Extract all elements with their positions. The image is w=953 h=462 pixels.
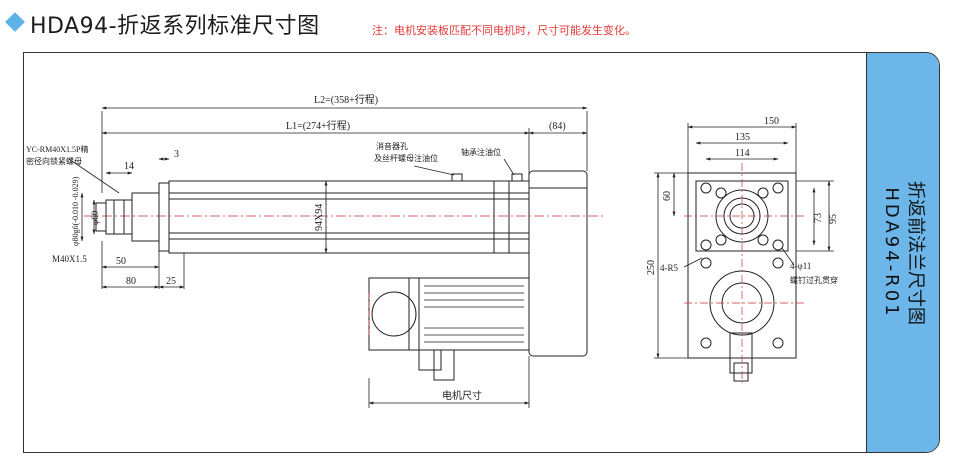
- dim-phi80: φ80g6(-0.010 -0.029): [71, 176, 80, 246]
- actuator-tube: [168, 180, 530, 254]
- dim-motor: 电机尺寸: [442, 389, 482, 402]
- callout-nut-2: 密径向锁紧螺母: [26, 156, 82, 166]
- callout-port-1: 消音器孔: [376, 141, 408, 151]
- dim-250: 250: [646, 260, 657, 275]
- dim-r5: 4-R5: [660, 263, 679, 273]
- side-panel: 折返前法兰尺寸图 HDA94-R01: [866, 53, 939, 452]
- dim-3: 3: [174, 149, 179, 160]
- mount-hole: [700, 182, 712, 194]
- dim-hole-note: 螺钉过孔贯穿: [790, 275, 838, 285]
- dimension-lines: [68, 106, 588, 408]
- dim-L1: L1=(274+行程): [286, 119, 350, 132]
- front-flange: [131, 192, 160, 242]
- dim-150: 150: [764, 116, 779, 127]
- dim-135: 135: [735, 132, 750, 143]
- dim-phi60: φ60: [90, 210, 100, 225]
- lock-nut: [105, 199, 133, 235]
- oil-port-1: [451, 173, 463, 182]
- dim-25: 25: [166, 276, 176, 287]
- dim-73: 73: [813, 213, 824, 223]
- oil-port-2: [511, 173, 523, 182]
- callout-port-2: 及丝杆螺母注油位: [374, 153, 438, 163]
- front-view: [684, 163, 804, 383]
- side-view: [84, 170, 604, 381]
- gear-housing: [528, 170, 588, 357]
- dim-95: 95: [828, 214, 839, 224]
- dim-50: 50: [116, 256, 126, 267]
- warning-note: 注：电机安装板匹配不同电机时，尺寸可能发生变化。: [372, 24, 636, 37]
- page-title: HDA94-折返系列标准尺寸图: [30, 14, 320, 39]
- dim-hole: 4-φ11: [790, 261, 811, 271]
- dim-94x94: 94X94: [314, 204, 325, 231]
- motor-connector: [433, 349, 455, 381]
- front-dimension-lines: [654, 123, 834, 359]
- dim-14: 14: [124, 161, 134, 172]
- dim-m40: M40X1.5: [52, 254, 87, 264]
- dim-L2: L2=(358+行程): [314, 93, 378, 106]
- side-panel-label: 折返前法兰尺寸图 HDA94-R01: [879, 181, 927, 325]
- callout-bearing: 轴承注油位: [461, 147, 501, 157]
- callout-nut-1: YC-RM40X1.5P精: [26, 144, 88, 154]
- drawing-frame: L2=(358+行程) L1=(274+行程) (84) 14 3 50 80 …: [23, 52, 940, 453]
- motor-body: [368, 277, 530, 351]
- diamond-icon: [5, 12, 25, 32]
- dim-114: 114: [735, 148, 750, 159]
- dim-60: 60: [662, 191, 673, 201]
- side-panel-line2: HDA94-R01: [881, 186, 902, 319]
- dim-84: (84): [549, 121, 566, 132]
- dim-80: 80: [126, 276, 136, 287]
- drawing-canvas: L2=(358+行程) L1=(274+行程) (84) 14 3 50 80 …: [26, 93, 839, 408]
- side-panel-line1: 折返前法兰尺寸图: [905, 180, 926, 325]
